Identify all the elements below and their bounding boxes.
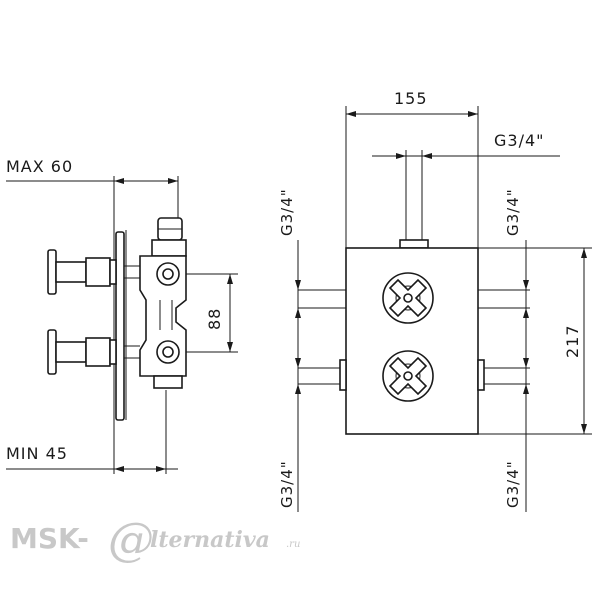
max-depth-label: MAX 60 <box>6 157 73 176</box>
min-depth-arrow-right <box>156 466 166 472</box>
spacing-label: 88 <box>205 308 224 330</box>
upper-handle-ring <box>109 259 117 285</box>
top-pipe-fitting <box>399 239 429 249</box>
height-label: 217 <box>563 324 582 358</box>
lower-cross-knob <box>382 350 434 402</box>
thread-left-bottom-label: G3/4" <box>278 460 296 508</box>
watermark-at: @ <box>108 512 154 566</box>
thread-left-top-label: G3/4" <box>278 188 296 236</box>
cover-plate <box>115 231 125 421</box>
lower-cross-bar <box>47 329 57 375</box>
thread-right-top-label: G3/4" <box>504 188 522 236</box>
watermark-main: MSK- <box>10 522 89 555</box>
width-label: 155 <box>394 89 428 108</box>
valve-body <box>139 217 187 389</box>
lower-handle-ring <box>109 339 117 365</box>
max-depth-arrow-right <box>168 178 178 184</box>
thread-top-label: G3/4" <box>494 131 545 150</box>
lower-handle-stem <box>55 341 87 363</box>
upper-handle <box>47 249 140 295</box>
side-view: MAX 60 MIN 45 <box>6 157 238 474</box>
upper-handle-stem <box>55 261 87 283</box>
lower-handle <box>47 329 140 375</box>
upper-cross-bar <box>47 249 57 295</box>
upper-handle-sleeve <box>85 257 111 287</box>
lower-handle-sleeve <box>85 337 111 367</box>
watermark-suffix: .ru <box>286 539 300 550</box>
bottom-outlet-collar <box>153 375 183 389</box>
max-depth-arrow-left <box>114 178 124 184</box>
side-stub-right <box>477 359 485 391</box>
watermark-rest: lternativa <box>150 527 270 553</box>
thread-right-bottom-label: G3/4" <box>504 460 522 508</box>
watermark: MSK- @ lternativa .ru <box>10 512 300 566</box>
upper-cross-knob <box>382 272 434 324</box>
top-inlet-collar <box>151 239 187 257</box>
min-depth-label: MIN 45 <box>6 444 68 463</box>
front-view: 155 G3/4" <box>278 89 592 512</box>
side-stub-left <box>339 359 347 391</box>
min-depth-arrow-left <box>114 466 124 472</box>
